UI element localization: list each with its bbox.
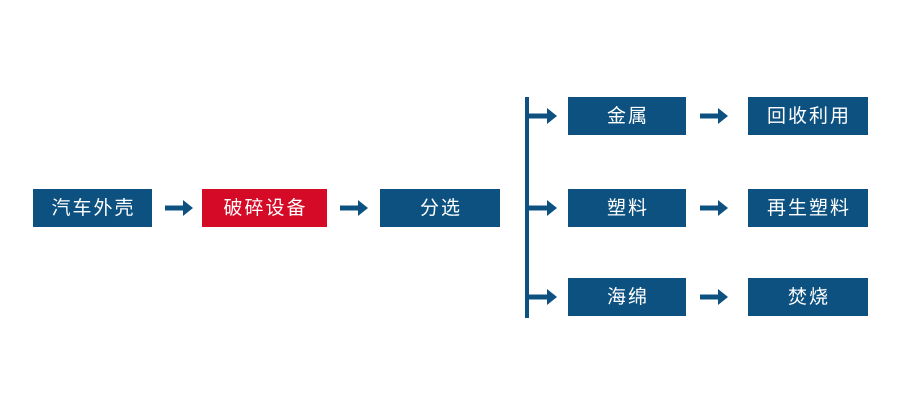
branch-right-arrow-icon [527, 196, 557, 220]
branch-right-arrow-icon [527, 104, 557, 128]
right-arrow-icon [700, 104, 728, 128]
node-material-sponge[interactable]: 海绵 [568, 278, 686, 316]
right-arrow-icon [340, 196, 368, 220]
node-outcome-recycled-plastic[interactable]: 再生塑料 [748, 189, 868, 227]
node-material-plastic[interactable]: 塑料 [568, 189, 686, 227]
node-sorting[interactable]: 分选 [380, 189, 500, 227]
node-outcome-recycling[interactable]: 回收利用 [748, 97, 868, 135]
right-arrow-icon [700, 285, 728, 309]
right-arrow-icon [165, 196, 193, 220]
node-outcome-incineration[interactable]: 焚烧 [748, 278, 868, 316]
branch-right-arrow-icon [527, 285, 557, 309]
node-shredding-equipment[interactable]: 破碎设备 [202, 189, 327, 227]
node-material-metal[interactable]: 金属 [568, 97, 686, 135]
node-automobile-shell[interactable]: 汽车外壳 [33, 189, 152, 227]
right-arrow-icon [700, 196, 728, 220]
